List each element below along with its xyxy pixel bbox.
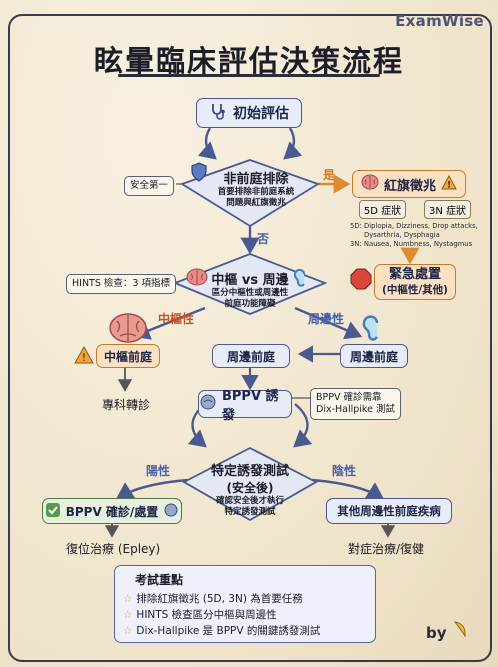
page-frame: [8, 14, 492, 662]
emergency-box: 緊急處置 (中樞性/其他): [374, 264, 456, 300]
summary-item: ☆Dix-Hallpike 是 BPPV 的關鍵誘發測試: [123, 625, 321, 637]
shield-icon: [190, 162, 208, 186]
emergency-line-2: (中樞性/其他): [382, 283, 448, 296]
red-flags-line-2: Dysarthria, Dysphagia: [364, 230, 440, 239]
central-vestibular-box: 中樞前庭: [96, 344, 160, 368]
head-profile-icon: [163, 503, 179, 520]
arrow-start-exclude-right: [283, 127, 303, 160]
warning-icon: !: [441, 174, 457, 194]
ear-icon: [360, 312, 382, 346]
check-icon: [45, 502, 61, 521]
central-peripheral-sub-2: 前庭功能障礙: [224, 298, 276, 309]
head-profile-icon: [199, 394, 217, 414]
start-assessment-box: 初始評估: [196, 98, 302, 128]
star-icon: ☆: [123, 625, 133, 637]
page-title: 眩暈臨床評估決策流程: [93, 44, 404, 78]
other-peripheral-box: 其他周邊性前庭疾病: [326, 498, 452, 524]
warning-icon: !: [74, 345, 94, 368]
epley-text: 復位治療 (Epley): [66, 542, 161, 556]
hints-note: HINTS 檢查：3 項指標: [66, 274, 176, 294]
signature: by: [426, 620, 468, 642]
peripheral-vestibular-mid-box: 周邊前庭: [212, 344, 290, 368]
red-flags-line-3: 3N: Nausea, Numbness, Nystagmus: [350, 239, 473, 248]
emergency-line-1: 緊急處置: [388, 267, 441, 283]
red-flags-details: 5D 症狀 3N 症狀 5D: Diplopia, Dizziness, Dro…: [350, 200, 480, 248]
arrow-positive: [115, 478, 189, 500]
bppv-induce-label: BPPV 誘發: [222, 389, 279, 423]
decision-diamond-specific-test: [182, 446, 318, 522]
no-label: 否: [257, 232, 270, 246]
star-icon: ☆: [123, 609, 133, 621]
brain-icon: [186, 268, 208, 290]
central-peripheral-title: 中樞 vs 周邊: [211, 273, 289, 288]
star-icon: ☆: [123, 593, 133, 605]
central-label: 中樞性: [158, 312, 195, 326]
red-flags-header: 紅旗徵兆 !: [352, 170, 466, 198]
summary-title: 考試重點: [135, 573, 184, 587]
specific-test-title-2: (安全後): [226, 481, 274, 495]
stethoscope-icon: [209, 102, 227, 124]
specific-test-diamond-text: 特定誘發測試 (安全後) 確認安全後才執行 特定誘發測試: [190, 460, 310, 517]
specific-test-sub-2: 特定誘發測試: [224, 506, 276, 517]
arrow-central: [132, 306, 206, 340]
bppv-note-line-1: BPPV 確診需靠: [316, 392, 382, 403]
three-n-chip: 3N 症狀: [424, 200, 472, 219]
start-assessment-label: 初始評估: [233, 106, 289, 122]
central-peripheral-diamond-text: 中樞 vs 周邊 區分中樞性或周邊性 前庭功能障礙: [198, 269, 302, 309]
bppv-induce-box: BPPV 誘發: [198, 389, 292, 423]
svg-text:!: !: [447, 180, 451, 190]
arrow-negative: [311, 478, 385, 500]
stop-sign-icon: [350, 268, 372, 294]
exclude-diamond-text: 非前庭排除 首要排除非前庭系統 問題與紅旗徵兆: [196, 168, 316, 208]
bppv-note-line-2: Dix-Hallpike 測試: [316, 403, 395, 415]
red-flags-line-1: 5D: Diplopia, Dizziness, Drop attacks,: [350, 222, 478, 230]
arrow-peripheral: [294, 306, 363, 340]
summary-item: ☆排除紅旗徵兆 (5D, 3N) 為首要任務: [123, 593, 303, 605]
summary-item: ☆HINTS 檢查區分中樞與周邊性: [123, 609, 277, 621]
ear-icon: [292, 266, 308, 292]
brain-icon: [361, 174, 379, 194]
title-underline: [118, 74, 380, 77]
yes-label: 是: [323, 168, 336, 182]
arrow-start-exclude-left: [197, 127, 217, 160]
positive-label: 陽性: [146, 464, 171, 478]
svg-text:!: !: [82, 351, 86, 364]
symptomatic-text: 對症治療/復健: [348, 542, 425, 556]
specific-test-title-1: 特定誘發測試: [210, 464, 289, 479]
summary-box: 考試重點 ☆排除紅旗徵兆 (5D, 3N) 為首要任務 ☆HINTS 檢查區分中…: [114, 565, 376, 643]
central-peripheral-sub-1: 區分中樞性或周邊性: [211, 288, 289, 298]
five-d-chip: 5D 症狀: [358, 200, 407, 219]
negative-label: 陰性: [332, 464, 357, 478]
bppv-note: BPPV 確診需靠 Dix-Hallpike 測試: [310, 388, 401, 420]
safety-first-note: 安全第一: [124, 176, 175, 196]
arrow-bppv-loop-right: [293, 403, 313, 448]
peripheral-label: 周邊性: [308, 312, 345, 326]
brand-logo: ExamWise: [395, 12, 484, 30]
bppv-confirm-box: BPPV 確診/處置: [42, 498, 182, 524]
bppv-confirm-label: BPPV 確診/處置: [65, 504, 159, 519]
specific-test-sub-1: 確認安全後才執行: [215, 496, 284, 506]
peripheral-vestibular-right-box: 周邊前庭: [340, 344, 408, 368]
red-flags-title: 紅旗徵兆: [383, 178, 436, 194]
referral-text: 專科轉診: [102, 398, 151, 412]
exclude-sub-2: 問題與紅旗徵兆: [226, 197, 286, 208]
exclude-title: 非前庭排除: [223, 172, 289, 187]
brain-icon: [108, 312, 148, 348]
exclude-sub-1: 首要排除非前庭系統: [217, 187, 295, 197]
banana-icon: [452, 621, 468, 642]
